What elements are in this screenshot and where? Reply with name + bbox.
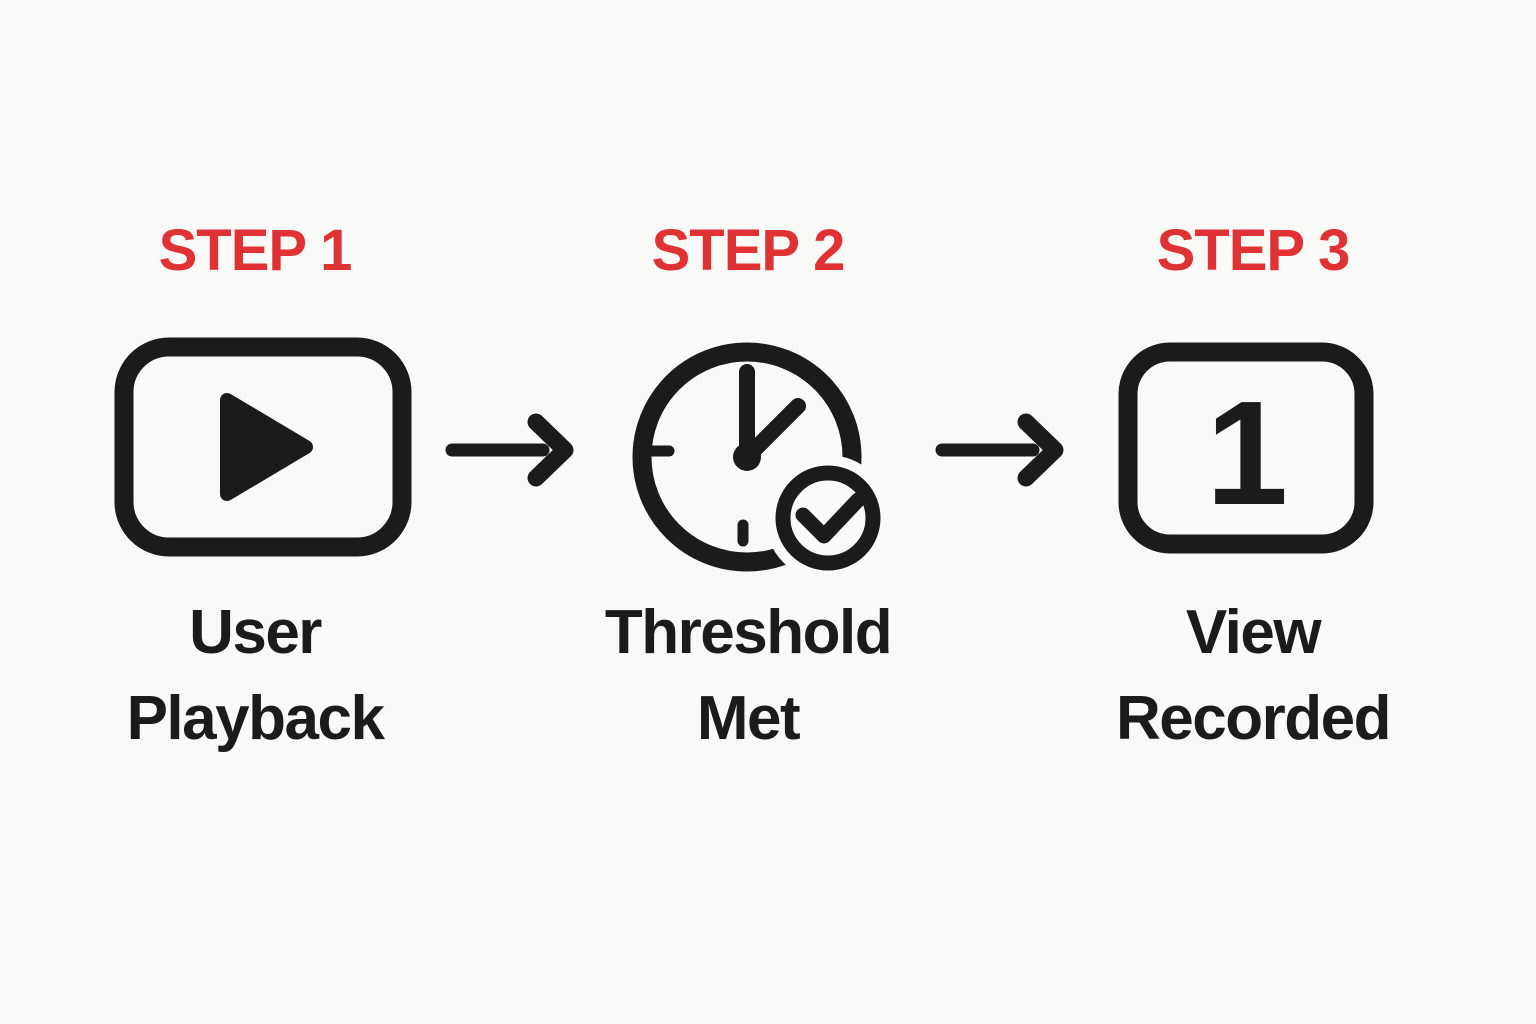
step-1-caption: User Playback [15, 590, 495, 762]
view-count-number: 1 [1206, 371, 1286, 536]
caption-line: View [1185, 598, 1322, 667]
check-badge-circle [775, 465, 881, 571]
caption-line: Met [696, 684, 801, 753]
step-3-caption: View Recorded [1013, 590, 1493, 762]
arrow-right-icon [445, 413, 574, 487]
clock-face [632, 342, 862, 572]
arrow-head [1017, 413, 1064, 487]
video-play-icon [114, 337, 412, 557]
caption-line: User [189, 598, 322, 667]
caption-line: Playback [126, 684, 385, 753]
clock-center-dot [733, 443, 761, 471]
video-frame [114, 337, 412, 557]
caption-line: Recorded [1116, 684, 1391, 753]
step-2-caption: Threshold Met [508, 590, 988, 762]
step-3-label: STEP 3 [1156, 218, 1351, 283]
count-frame [1118, 342, 1374, 554]
step-3-column: STEP 3 1 View Recorded [1053, 0, 1453, 1024]
view-count-icon: 1 [1118, 342, 1374, 554]
step-1-label: STEP 1 [158, 218, 353, 283]
arrow-head [527, 413, 574, 487]
step-2-column: STEP 2 Threshold Met [548, 0, 948, 1024]
step-2-label: STEP 2 [651, 218, 846, 283]
arrow-right-icon [935, 413, 1064, 487]
check-mark [795, 492, 866, 544]
play-triangle [220, 393, 313, 501]
step-1-column: STEP 1 User Playback [55, 0, 455, 1024]
clock-check-icon [632, 342, 891, 581]
caption-line: Threshold [604, 598, 893, 667]
